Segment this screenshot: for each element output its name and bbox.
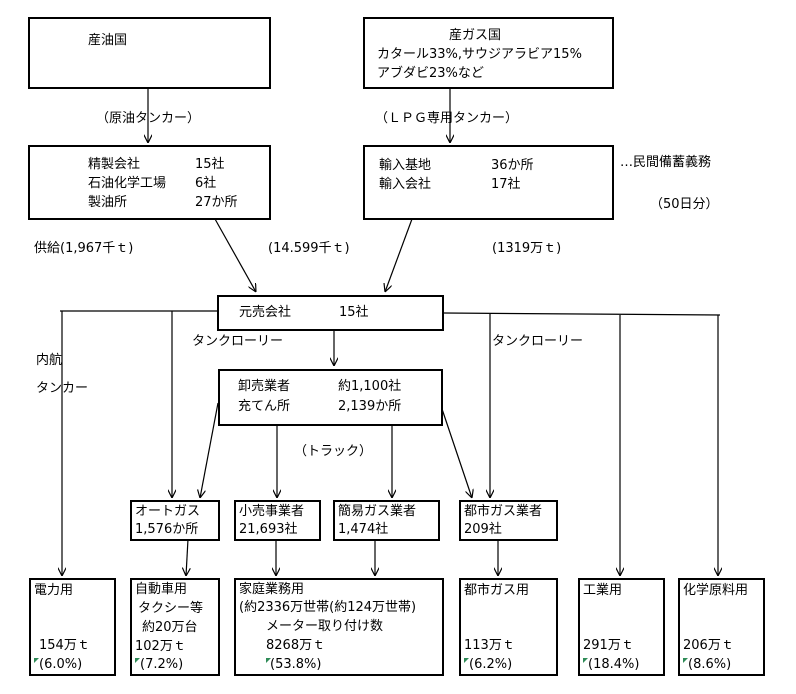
autogas-count: 1,576か所 [135, 522, 199, 537]
domestic-tanker-label-line-1: 内航 [36, 353, 63, 368]
end-use-household-households: (約2336万世帯(約124万世帯) [239, 600, 417, 615]
end-use-vehicle-share: (7.2%) [140, 657, 184, 672]
oil-producing-country-box: 産油国 [28, 17, 271, 89]
cell-marker [135, 658, 140, 663]
retail-dealer-box: 小売事業者 21,693社 [234, 500, 321, 541]
motouri-company-name: 元売会社 [239, 305, 292, 320]
refining-row-name: 石油化学工場 [88, 176, 167, 191]
end-use-industrial-label: 工業用 [583, 583, 623, 598]
end-use-city-gas-label: 都市ガス用 [464, 583, 530, 598]
refining-row-name: 精製会社 [88, 157, 141, 172]
motouri-company-box: 元売会社 15社 [217, 295, 444, 331]
arrow-import-to-motouri [385, 218, 413, 292]
gas-producing-country-title: 産ガス国 [449, 28, 502, 43]
end-use-household-volume: 8268万ｔ [266, 638, 326, 653]
tank-lorry-label-right: タンクローリー [492, 334, 584, 349]
import-row-count: 17社 [491, 177, 521, 192]
cell-marker [464, 658, 469, 663]
autogas-name: オートガス [135, 504, 201, 519]
end-use-household-meters: メーター取り付け数 [266, 619, 384, 634]
reserve-obligation-note: …民間備蓄義務 [620, 155, 712, 170]
refining-box: 精製会社 15社 石油化学工場 6社 製油所 27か所 [28, 145, 271, 220]
end-use-vehicle-taxi: タクシー等 [138, 601, 204, 616]
refining-row-count: 15社 [195, 157, 225, 172]
oil-producing-country-label: 産油国 [88, 33, 128, 48]
refining-row-count: 27か所 [195, 195, 238, 210]
arrow-wholesale-to-city-gas-company [439, 402, 472, 498]
end-use-chemical-label: 化学原料用 [683, 583, 749, 598]
branch-line-right [443, 312, 721, 316]
gas-producing-country-box: 産ガス国 カタール33%,サウジアラビア15% アブダビ23%など [363, 17, 614, 89]
end-use-power-label: 電力用 [34, 583, 74, 598]
end-use-household-label: 家庭業務用 [239, 582, 305, 597]
import-volume-label: (1319万ｔ) [492, 241, 562, 256]
reserve-days-note: （50日分） [650, 197, 719, 212]
import-row-count: 36か所 [491, 158, 534, 173]
simple-gas-dealer-box: 簡易ガス業者 1,474社 [333, 500, 440, 541]
end-use-city-gas-volume: 113万ｔ [464, 638, 515, 653]
end-use-industrial-volume: 291万ｔ [583, 638, 634, 653]
end-use-industrial-share: (18.4%) [588, 657, 640, 672]
wholesale-row-count: 2,139か所 [338, 399, 402, 414]
truck-label: （トラック） [294, 444, 373, 459]
end-use-power-box: 電力用 154万ｔ (6.0%) [29, 578, 116, 676]
arrow-wholesale-to-autogas [200, 402, 219, 498]
end-use-vehicle-label: 自動車用 [135, 582, 188, 597]
end-use-chemical-box: 化学原料用 206万ｔ (8.6%) [678, 578, 765, 676]
end-use-power-volume: 154万ｔ [39, 638, 90, 653]
retail-dealer-count: 21,693社 [239, 522, 298, 537]
motouri-company-count: 15社 [339, 305, 369, 320]
wholesale-row-count: 約1,100社 [338, 379, 402, 394]
wholesale-row-name: 充てん所 [238, 399, 291, 414]
gas-country-share-line-2: アブダビ23%など [377, 66, 484, 81]
end-use-household-box: 家庭業務用 (約2336万世帯(約124万世帯) メーター取り付け数 8268万… [234, 578, 444, 676]
import-row-name: 輸入会社 [379, 177, 432, 192]
supply-volume-label: 供給(1,967千ｔ) [34, 241, 134, 256]
cell-marker [683, 658, 688, 663]
end-use-power-share: (6.0%) [39, 657, 83, 672]
end-use-vehicle-box: 自動車用 タクシー等 約20万台 102万ｔ (7.2%) [130, 578, 220, 676]
cell-marker [583, 658, 588, 663]
end-use-vehicle-volume: 102万ｔ [135, 639, 186, 654]
city-gas-company-count: 209社 [464, 522, 502, 537]
end-use-chemical-volume: 206万ｔ [683, 638, 734, 653]
city-gas-company-box: 都市ガス業者 209社 [459, 500, 558, 541]
end-use-vehicle-count: 約20万台 [142, 620, 198, 635]
arrow-refining-to-motouri [214, 218, 256, 292]
city-gas-company-name: 都市ガス業者 [464, 504, 543, 519]
wholesale-box: 卸売業者 約1,100社 充てん所 2,139か所 [218, 369, 443, 426]
end-use-household-share: (53.8%) [270, 657, 322, 672]
simple-gas-dealer-name: 簡易ガス業者 [338, 504, 417, 519]
refinery-volume-label: (14.599千ｔ) [268, 241, 350, 256]
end-use-chemical-share: (8.6%) [688, 657, 732, 672]
simple-gas-dealer-count: 1,474社 [338, 522, 389, 537]
refining-row-count: 6社 [195, 176, 217, 191]
cell-marker [266, 658, 271, 663]
end-use-city-gas-box: 都市ガス用 113万ｔ (6.2%) [459, 578, 558, 676]
gas-country-share-line-1: カタール33%,サウジアラビア15% [377, 47, 582, 62]
lpg-tanker-label: （ＬＰＧ専用タンカー） [375, 111, 519, 126]
end-use-industrial-box: 工業用 291万ｔ (18.4%) [578, 578, 665, 676]
crude-tanker-label: （原油タンカー） [96, 111, 201, 126]
retail-dealer-name: 小売事業者 [239, 504, 305, 519]
autogas-box: オートガス 1,576か所 [130, 500, 220, 541]
domestic-tanker-label-line-2: タンカー [36, 381, 89, 396]
end-use-city-gas-share: (6.2%) [469, 657, 513, 672]
wholesale-row-name: 卸売業者 [238, 379, 291, 394]
import-box: 輸入基地 36か所 輸入会社 17社 [363, 145, 614, 220]
refining-row-name: 製油所 [88, 195, 128, 210]
import-row-name: 輸入基地 [379, 158, 432, 173]
cell-marker [34, 658, 39, 663]
arrow-autogas-to-vehicle [186, 538, 188, 576]
tank-lorry-label-left: タンクローリー [192, 334, 284, 349]
